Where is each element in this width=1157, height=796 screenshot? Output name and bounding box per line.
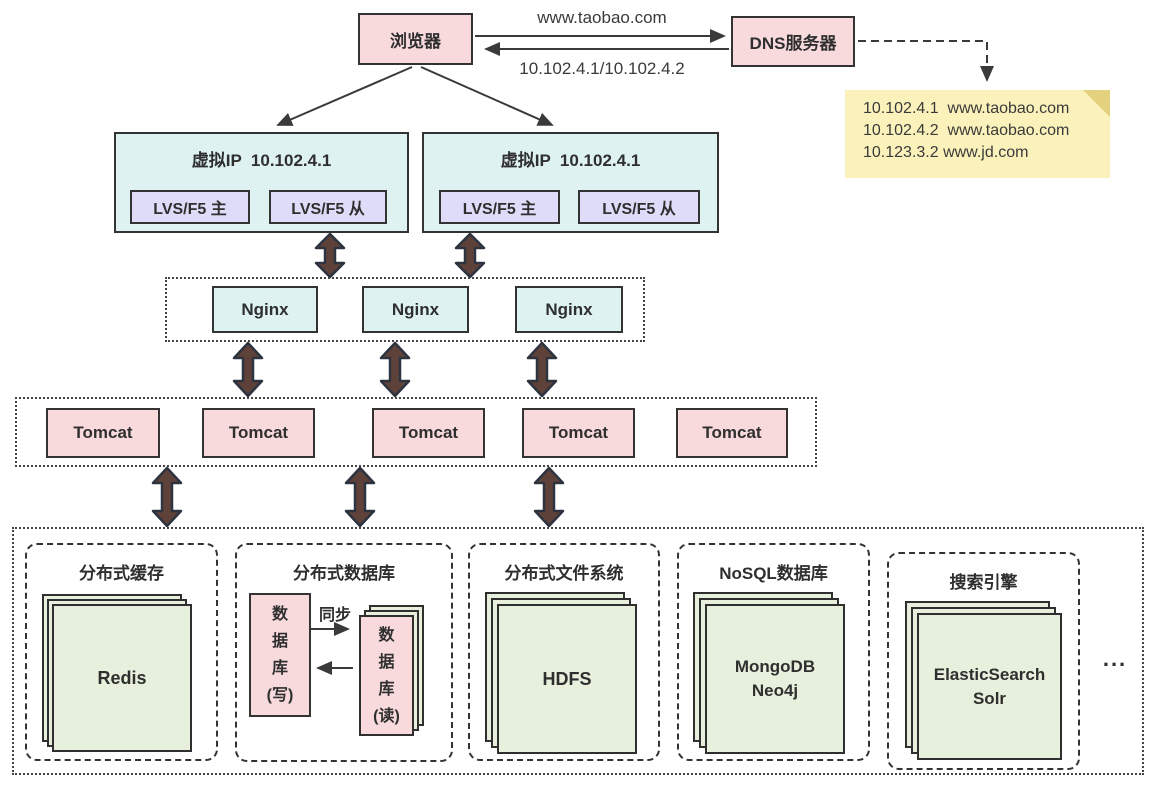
filesystem-group-title: 分布式文件系统 — [504, 564, 624, 583]
nginx-node-2: Nginx — [362, 286, 469, 333]
solr-label: Solr — [972, 688, 1007, 708]
lvs-master-right: LVS/F5 主 — [439, 190, 560, 224]
arrow-browser-to-vip-left — [276, 66, 413, 126]
double-arrow-tomcat-storage-3 — [533, 466, 565, 528]
sync-label: 同步 — [318, 607, 351, 624]
db-read-node: 数 据 库 (读) — [359, 615, 414, 736]
nosql-group-title: NoSQL数据库 — [719, 564, 828, 583]
vip-right-node: 虚拟IP 10.102.4.1 LVS/F5 主 LVS/F5 从 — [422, 132, 719, 233]
lvs-master-left: LVS/F5 主 — [130, 190, 250, 224]
double-arrow-vipleft-nginx — [314, 232, 346, 279]
lvs-slave-right: LVS/F5 从 — [578, 190, 700, 224]
tomcat-node-1: Tomcat — [46, 408, 160, 458]
dns-records-note: 10.102.4.1 www.taobao.com 10.102.4.2 www… — [845, 90, 1110, 178]
db-write-line: 库 — [271, 660, 288, 677]
browser-label: 浏览器 — [390, 31, 441, 51]
storage-layer-container — [12, 527, 1144, 775]
browser-node: 浏览器 — [358, 13, 473, 65]
tomcat-cluster-container: Tomcat Tomcat Tomcat Tomcat Tomcat — [15, 397, 817, 467]
db-write-line: 数 — [271, 606, 288, 623]
mongodb-label: MongoDB — [734, 657, 816, 676]
database-group-title: 分布式数据库 — [293, 564, 395, 583]
group-distributed-cache: 分布式缓存 Redis — [25, 543, 218, 761]
tomcat-node-5: Tomcat — [676, 408, 788, 458]
dns-server-node: DNS服务器 — [731, 16, 855, 67]
dns-server-label: DNS服务器 — [749, 34, 837, 53]
group-nosql-database: NoSQL数据库 MongoDB Neo4j — [677, 543, 870, 761]
redis-label: Redis — [97, 668, 147, 688]
dashed-arrow-dns-to-note — [858, 40, 994, 82]
search-group-title: 搜索引擎 — [949, 573, 1018, 592]
double-arrow-nginx-tomcat-3 — [526, 341, 558, 398]
redis-node: Redis — [52, 604, 192, 752]
db-read-line: 数 — [378, 626, 395, 644]
redis-stack: Redis — [42, 594, 192, 752]
dns-record-line: 10.102.4.1 www.taobao.com — [863, 100, 1070, 117]
elasticsearch-label: ElasticSearch — [933, 664, 1046, 684]
nginx-node-3: Nginx — [515, 286, 623, 333]
lvs-slave-left: LVS/F5 从 — [269, 190, 387, 224]
db-read-line: 库 — [378, 680, 395, 698]
db-write-line: (写) — [266, 687, 294, 704]
cache-group-title: 分布式缓存 — [79, 564, 164, 583]
db-read-line: (读) — [373, 707, 400, 725]
double-arrow-nginx-tomcat-2 — [379, 341, 411, 398]
double-arrow-tomcat-storage-1 — [151, 466, 183, 528]
neo4j-label: Neo4j — [751, 681, 799, 700]
dns-record-line: 10.102.4.2 www.taobao.com — [863, 122, 1070, 139]
hdfs-stack: HDFS — [485, 592, 637, 754]
request-label: www.taobao.com — [537, 8, 667, 27]
nginx-cluster-container: Nginx Nginx Nginx — [165, 277, 645, 342]
group-distributed-database: 分布式数据库 数 据 库 (写) 同步 数 据 库 (读) — [235, 543, 453, 762]
vip-right-title: 虚拟IP 10.102.4.1 — [500, 151, 641, 170]
vip-left-title: 虚拟IP 10.102.4.1 — [191, 151, 332, 170]
tomcat-node-2: Tomcat — [202, 408, 315, 458]
db-write-line: 据 — [271, 633, 288, 650]
group-search-engine: 搜索引擎 ElasticSearch Solr — [887, 552, 1080, 770]
response-label: 10.102.4.1/10.102.4.2 — [519, 59, 685, 78]
search-engine-node: ElasticSearch Solr — [917, 613, 1062, 760]
double-arrow-vipright-nginx — [454, 232, 486, 279]
hdfs-label: HDFS — [542, 669, 592, 689]
nosql-stack: MongoDB Neo4j — [693, 592, 845, 754]
more-storage-ellipsis: ... — [1102, 646, 1128, 671]
db-read-line: 据 — [378, 653, 395, 671]
db-read-stack: 数 据 库 (读) — [359, 605, 424, 736]
tomcat-node-3: Tomcat — [372, 408, 485, 458]
vip-left-node: 虚拟IP 10.102.4.1 LVS/F5 主 LVS/F5 从 — [114, 132, 409, 233]
group-distributed-filesystem: 分布式文件系统 HDFS — [468, 543, 660, 761]
nosql-node: MongoDB Neo4j — [705, 604, 845, 754]
search-stack: ElasticSearch Solr — [905, 601, 1062, 760]
double-arrow-nginx-tomcat-1 — [232, 341, 264, 398]
nginx-node-1: Nginx — [212, 286, 318, 333]
hdfs-node: HDFS — [497, 604, 637, 754]
db-write-node: 数 据 库 (写) — [249, 593, 311, 717]
double-arrow-tomcat-storage-2 — [344, 466, 376, 528]
tomcat-node-4: Tomcat — [522, 408, 635, 458]
dns-record-line: 10.123.3.2 www.jd.com — [863, 144, 1029, 161]
